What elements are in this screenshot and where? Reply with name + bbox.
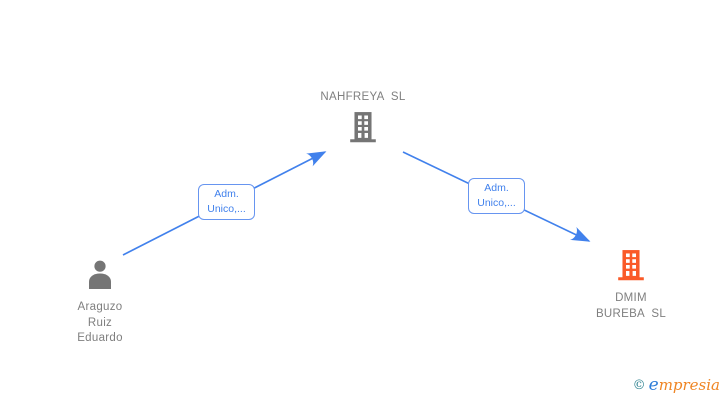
copyright-icon: © bbox=[632, 378, 646, 393]
node-label-line: BUREBA SL bbox=[595, 307, 667, 320]
building-icon bbox=[350, 112, 376, 143]
edge-label-adm-unico-right[interactable]: Adm. Unico,... bbox=[468, 178, 525, 214]
edge-label-line: Unico,... bbox=[477, 197, 516, 209]
node-label-line: Ruiz bbox=[87, 316, 113, 329]
brand-name: mpresia bbox=[658, 376, 720, 394]
edge-label-line: Unico,... bbox=[207, 203, 246, 215]
edge-label-line: Adm. bbox=[214, 188, 239, 200]
node-company-dmim-bureba-sl[interactable]: DMIM BUREBA SL bbox=[581, 249, 681, 322]
person-icon bbox=[89, 260, 111, 289]
node-label-line: NAHFREYA SL bbox=[320, 91, 406, 103]
node-label-line: Eduardo bbox=[77, 332, 123, 344]
empresia-logo[interactable]: ©empresia bbox=[633, 375, 720, 395]
node-label-line: Araguzo bbox=[77, 301, 123, 313]
edge-label-line: Adm. bbox=[484, 182, 509, 194]
edge-label-adm-unico-left[interactable]: Adm. Unico,... bbox=[198, 184, 255, 220]
building-icon bbox=[618, 250, 644, 281]
node-person-araguzo-ruiz-eduardo[interactable]: Araguzo Ruiz Eduardo bbox=[55, 260, 145, 347]
brand-initial: e bbox=[648, 375, 659, 395]
node-company-nahfreya-sl[interactable]: NAHFREYA SL bbox=[313, 90, 413, 148]
node-label-line: DMIM bbox=[615, 292, 647, 304]
